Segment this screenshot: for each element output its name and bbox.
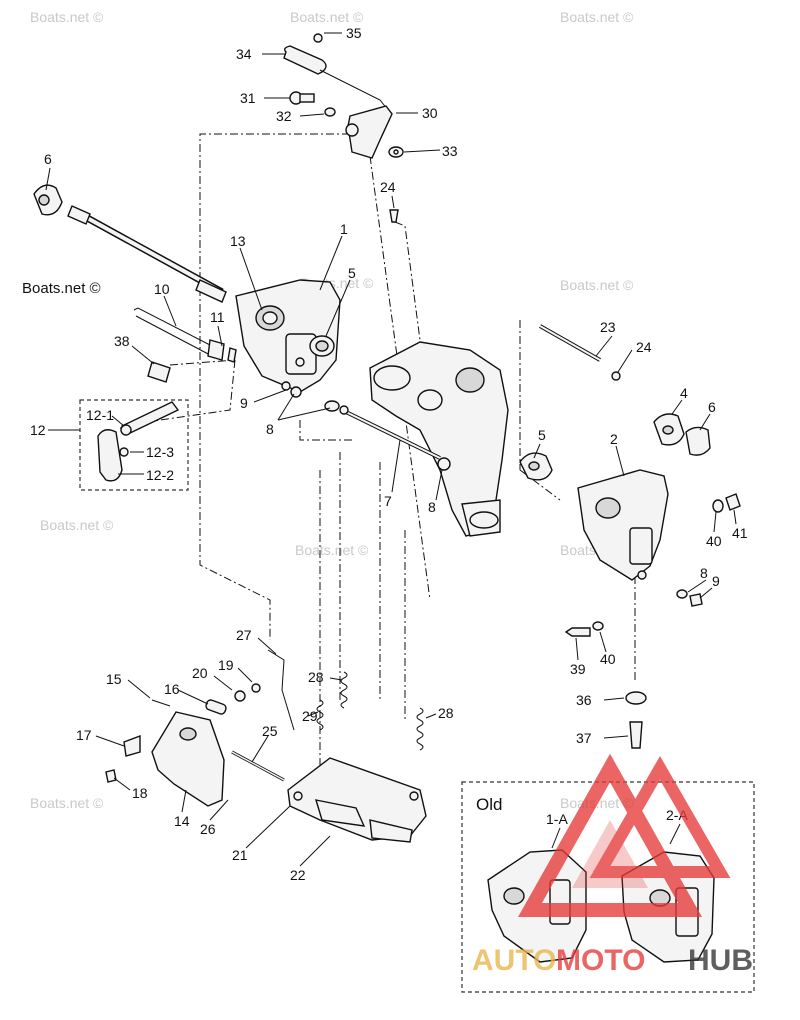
callout-9-right: 9 [712, 573, 720, 589]
callout-8-center: 8 [428, 499, 436, 515]
watermark-7: Boats.net © [295, 542, 369, 558]
logo-text-auto: AUTO [472, 944, 556, 977]
watermark-6: Boats.net © [40, 517, 114, 533]
rod-threaded-end [195, 279, 227, 303]
callout-40-right: 40 [706, 533, 722, 549]
lever-12-2 [97, 429, 123, 482]
tilt-lock-frame [287, 757, 427, 843]
automotohub-logo: AUTO MOTO HUB [472, 753, 753, 977]
callout-28-left: 28 [308, 669, 324, 685]
callout-33: 33 [442, 143, 458, 159]
callout-2: 2 [610, 431, 618, 447]
callout-24-right: 24 [636, 339, 652, 355]
callout-23: 23 [600, 319, 616, 335]
logo-text-moto: MOTO [556, 944, 645, 977]
callout-12-2: 12-2 [146, 467, 174, 483]
callout-1: 1 [340, 221, 348, 237]
callout-10: 10 [154, 281, 170, 297]
logo-triangle-left [518, 753, 702, 917]
callout-7: 7 [384, 493, 392, 509]
handle-grip [283, 45, 327, 75]
alignment-lines [119, 133, 636, 800]
callout-25: 25 [262, 723, 278, 739]
callout-39: 39 [570, 661, 586, 677]
part-12-box [79, 399, 189, 491]
callout-6-left: 6 [44, 151, 52, 167]
callout-16: 16 [164, 681, 180, 697]
clamp-bracket-left [235, 279, 341, 393]
callout-15: 15 [106, 671, 122, 687]
callout-38: 38 [114, 333, 130, 349]
springs [316, 671, 424, 751]
watermark-2: Boats.net © [290, 9, 364, 25]
callout-37: 37 [576, 730, 592, 746]
bolt-39 [564, 627, 591, 637]
callout-21: 21 [232, 847, 248, 863]
logo-text-hub: HUB [688, 944, 753, 977]
shift-lever-group [283, 33, 404, 159]
callout-19: 19 [218, 657, 234, 673]
callout-12-1: 12-1 [86, 407, 114, 423]
callout-40-bottom: 40 [600, 651, 616, 667]
cap-6-right [685, 426, 711, 456]
callout-34: 34 [236, 46, 252, 62]
watermark-5: Boats.net © [560, 277, 634, 293]
callout-6-right: 6 [708, 399, 716, 415]
callout-36: 36 [576, 692, 592, 708]
callout-12: 12 [30, 422, 46, 438]
callout-29: 29 [302, 708, 318, 724]
watermark-9: Boats.net © [30, 795, 104, 811]
callout-31: 31 [240, 90, 256, 106]
bracket-14 [105, 711, 225, 807]
clamp-bracket-right [577, 469, 669, 581]
watermark-3: Boats.net © [560, 9, 634, 25]
callout-17: 17 [76, 727, 92, 743]
callout-24-top: 24 [380, 179, 396, 195]
callout-5-left: 5 [348, 265, 356, 281]
callout-30: 30 [422, 105, 438, 121]
callout-28-right: 28 [438, 705, 454, 721]
pad-36 [625, 691, 647, 705]
callout-5-right: 5 [538, 427, 546, 443]
tilt-rod-group [33, 184, 227, 303]
clip-24 [611, 371, 621, 381]
callout-labels: 35 34 31 30 32 33 6 24 1 13 5 10 11 38 9… [30, 25, 748, 883]
callout-41: 41 [732, 525, 748, 541]
screw-37 [629, 721, 643, 749]
inset-label-old: Old [476, 795, 502, 814]
swivel-bracket [369, 341, 509, 537]
callout-20: 20 [192, 665, 208, 681]
callout-8-left: 8 [266, 421, 274, 437]
callout-11: 11 [210, 309, 225, 325]
lock-rod-group [133, 307, 237, 383]
callout-22: 22 [290, 867, 306, 883]
callout-13: 13 [230, 233, 246, 249]
watermark-1: Boats.net © [30, 9, 104, 25]
callout-8-right: 8 [700, 565, 708, 581]
callout-4: 4 [680, 385, 688, 401]
callout-27: 27 [236, 627, 252, 643]
watermark-dark: Boats.net © [22, 280, 101, 297]
callout-35: 35 [346, 25, 362, 41]
callout-9-left: 9 [240, 395, 248, 411]
bolt-24-top [389, 209, 399, 223]
plate-38 [147, 361, 171, 383]
callout-1-A: 1-A [546, 811, 568, 827]
callout-12-3: 12-3 [146, 444, 174, 460]
callout-18: 18 [132, 785, 148, 801]
logo-triangle-right [589, 755, 731, 878]
callout-14: 14 [174, 813, 190, 829]
callout-32: 32 [276, 108, 292, 124]
callout-26: 26 [200, 821, 216, 837]
callout-leaders [45, 32, 737, 867]
